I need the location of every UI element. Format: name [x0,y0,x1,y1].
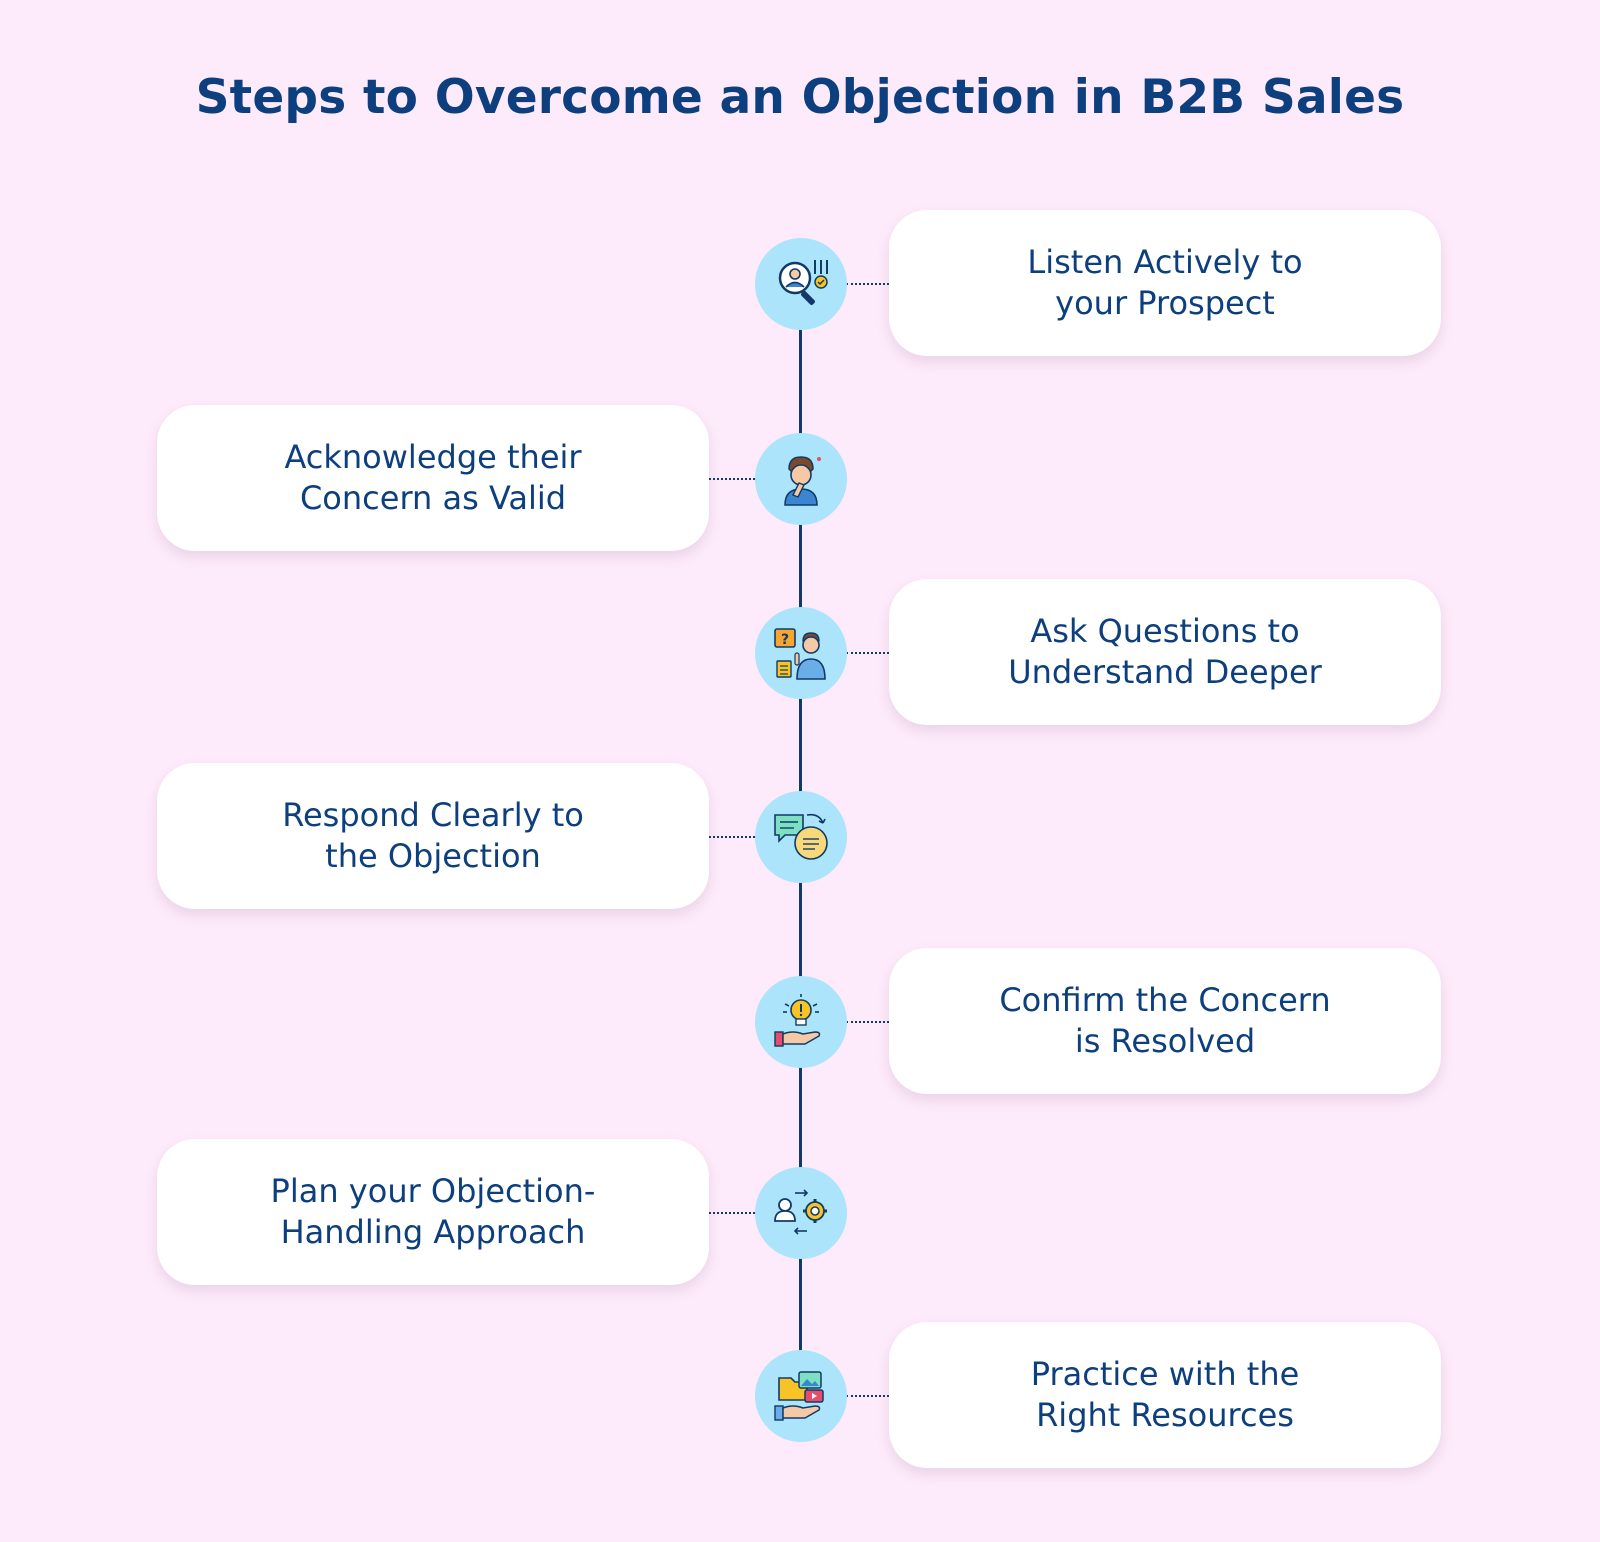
step-text: Practice with the Right Resources [955,1354,1375,1436]
step-1: Listen Actively to your Prospect [0,210,1600,358]
step-text: Acknowledge their Concern as Valid [223,437,643,519]
step-connector [846,1395,889,1397]
step-5: Confirm the Concern is Resolved [0,948,1600,1096]
step-card: Ask Questions to Understand Deeper [889,579,1441,725]
step-text: Confirm the Concern is Resolved [955,980,1375,1062]
step-text: Ask Questions to Understand Deeper [955,611,1375,693]
step-card: Practice with the Right Resources [889,1322,1441,1468]
svg-text:?: ? [781,632,789,648]
step-card: Respond Clearly to the Objection [157,763,709,909]
step-connector [846,1021,889,1023]
step-connector [709,836,755,838]
step-card: Confirm the Concern is Resolved [889,948,1441,1094]
step-text-line-1: Respond Clearly to [282,796,584,834]
step-text-line-2: your Prospect [1055,284,1275,322]
step-connector [846,283,889,285]
step-text-line-1: Confirm the Concern [999,981,1331,1019]
step-text-line-2: Handling Approach [280,1213,586,1251]
step-text-line-1: Plan your Objection- [270,1172,596,1210]
step-icon-circle [755,238,847,330]
step-icon-circle: ? [755,607,847,699]
step-text: Respond Clearly to the Objection [223,795,643,877]
step-icon-circle [755,1167,847,1259]
step-card: Plan your Objection- Handling Approach [157,1139,709,1285]
step-icon-circle [755,1350,847,1442]
person-gear-icon [774,1189,827,1235]
step-text-line-1: Ask Questions to [1030,612,1300,650]
step-text-line-1: Listen Actively to [1027,243,1303,281]
step-card: Acknowledge their Concern as Valid [157,405,709,551]
step-icon-circle [755,976,847,1068]
step-connector [846,652,889,654]
step-3: ? Ask Questions to Understand Deeper [0,579,1600,727]
step-6: Plan your Objection- Handling Approach [0,1139,1600,1287]
search-person-icon [778,260,828,305]
step-text-line-1: Practice with the [1030,1355,1300,1393]
step-4: Respond Clearly to the Objection [0,763,1600,911]
step-text-line-2: Concern as Valid [299,479,567,517]
step-connector [709,1212,755,1214]
step-2: Acknowledge their Concern as Valid [0,405,1600,553]
step-icon-circle [755,433,847,525]
question-person-icon: ? [774,628,826,680]
chat-bubbles-icon [774,813,828,860]
step-text-line-2: the Objection [325,837,541,875]
step-connector [709,478,755,480]
lightbulb-hand-icon [774,994,821,1047]
step-7: Practice with the Right Resources [0,1322,1600,1470]
step-text-line-2: is Resolved [1074,1022,1256,1060]
resources-hand-icon [774,1371,824,1421]
step-text-line-2: Right Resources [1036,1396,1294,1434]
thinking-person-icon [784,456,821,506]
step-text: Plan your Objection- Handling Approach [223,1171,643,1253]
step-text-line-2: Understand Deeper [1008,653,1322,691]
step-text: Listen Actively to your Prospect [955,242,1375,324]
step-card: Listen Actively to your Prospect [889,210,1441,356]
step-text-line-1: Acknowledge their [284,438,582,476]
step-icon-circle [755,791,847,883]
page-title: Steps to Overcome an Objection in B2B Sa… [195,70,1405,125]
